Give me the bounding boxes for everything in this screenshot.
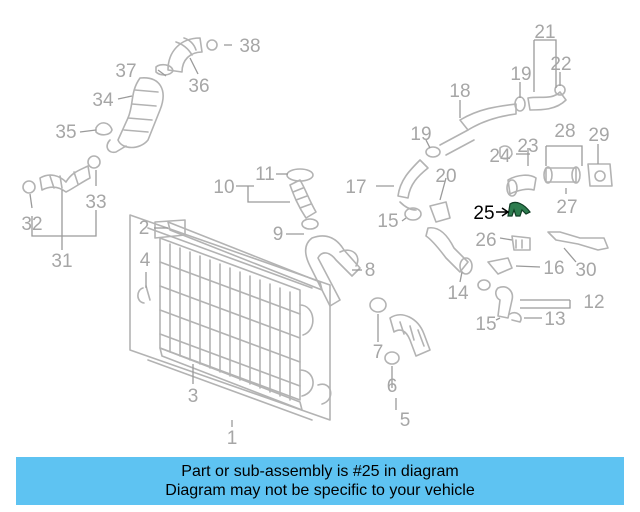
callout-8: 8: [365, 260, 376, 281]
callout-31: 31: [51, 251, 72, 272]
left-hoses: [22, 37, 218, 194]
intercooler-part: [129, 214, 332, 421]
callout-37: 37: [115, 61, 136, 82]
callout-15-lower: 15: [475, 314, 496, 335]
callout-7: 7: [373, 342, 384, 363]
banner-line-part-number: Part or sub-assembly is #25 in diagram: [181, 463, 459, 480]
leader-lines: [29, 39, 599, 427]
callout-36: 36: [188, 76, 209, 97]
lower-rail-part: [159, 347, 303, 411]
callout-27: 27: [556, 197, 577, 218]
callout-26: 26: [475, 230, 496, 251]
right-hoses: [397, 84, 613, 323]
callout-6: 6: [387, 376, 398, 397]
highlighted-part-25: [507, 201, 531, 217]
callout-24: 24: [489, 146, 511, 167]
callout-17: 17: [345, 177, 366, 198]
callout-19-upper: 19: [510, 64, 531, 85]
clip-part: [137, 285, 151, 304]
callout-19-lower: 19: [410, 124, 431, 145]
callout-16: 16: [543, 258, 564, 279]
callout-11: 11: [255, 164, 275, 185]
callout-30: 30: [575, 260, 596, 281]
callout-34: 34: [92, 90, 114, 111]
callout-15-upper: 15: [377, 211, 398, 232]
callout-28: 28: [554, 121, 575, 142]
callout-20: 20: [435, 166, 456, 187]
callout-1: 1: [227, 428, 238, 449]
callout-22: 22: [550, 54, 571, 75]
center-hoses: [286, 168, 431, 365]
callout-25-highlighted: 25: [473, 203, 494, 224]
parts-diagram: 1 2 3 4 5 6 7 8 9 10 11 12 13 14 15 15 1…: [21, 22, 613, 449]
callout-35: 35: [55, 122, 76, 143]
callout-21: 21: [534, 22, 555, 43]
callout-labels: 1 2 3 4 5 6 7 8 9 10 11 12 13 14 15 15 1…: [21, 22, 609, 449]
callout-29: 29: [588, 125, 609, 146]
banner-line-disclaimer: Diagram may not be specific to your vehi…: [165, 482, 475, 499]
info-banner: Part or sub-assembly is #25 in diagram D…: [16, 457, 624, 505]
callout-13: 13: [544, 309, 565, 330]
callout-18: 18: [449, 81, 470, 102]
callout-5: 5: [400, 410, 411, 431]
callout-23: 23: [517, 136, 538, 157]
callout-2: 2: [139, 218, 150, 239]
callout-14: 14: [447, 283, 469, 304]
callout-9: 9: [273, 224, 284, 245]
callout-12: 12: [583, 292, 604, 313]
callout-4: 4: [140, 250, 151, 271]
callout-38: 38: [239, 36, 260, 57]
callout-3: 3: [188, 386, 199, 407]
callout-33: 33: [85, 192, 106, 213]
callout-32: 32: [21, 214, 42, 235]
callout-10: 10: [213, 177, 234, 198]
